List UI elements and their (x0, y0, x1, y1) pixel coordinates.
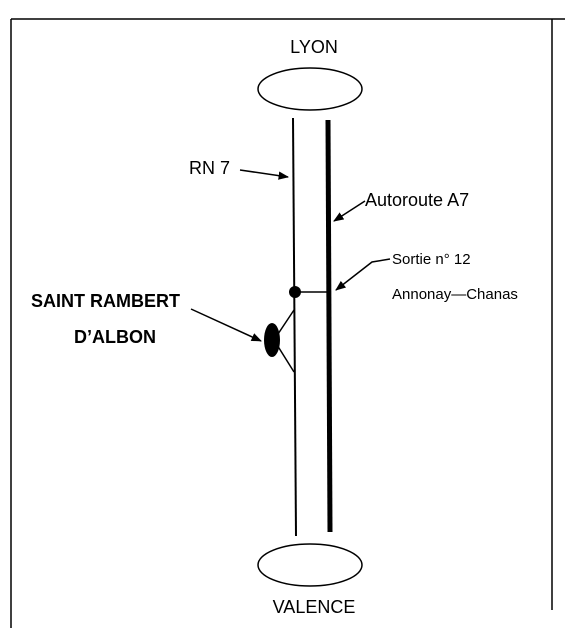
autoroute-label: Autoroute A7 (365, 190, 469, 210)
exit-arrow (335, 258, 391, 291)
town-label-line1: SAINT RAMBERT (31, 291, 180, 311)
a7-autoroute (325, 119, 333, 533)
town-shape (264, 323, 280, 357)
top-city-ellipse (257, 67, 363, 111)
town-label-line2: D’ALBON (74, 327, 156, 347)
town-arrow (190, 308, 262, 342)
exit-destination-label: Annonay—Chanas (392, 286, 518, 303)
top-city-label: LYON (290, 37, 338, 57)
exit-label: Sortie n° 12 (392, 251, 471, 268)
exit-junction-dot (289, 286, 301, 298)
bottom-city-label: VALENCE (273, 597, 356, 617)
rn7-road (292, 117, 297, 537)
rn7-label: RN 7 (189, 158, 230, 178)
autoroute-arrow (333, 200, 366, 222)
rn7-arrow (239, 169, 290, 180)
bottom-city-ellipse (257, 543, 363, 587)
